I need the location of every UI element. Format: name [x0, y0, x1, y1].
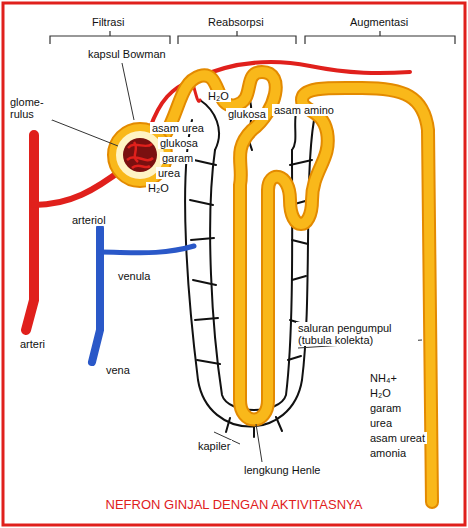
- blood-vessels: [26, 62, 410, 362]
- substance-name: asam amino: [272, 104, 336, 116]
- substance-name: H₂O: [368, 387, 393, 399]
- substance-name: asam ureat: [368, 432, 427, 444]
- substance-name: NH₄+: [368, 372, 399, 384]
- section-heading: Reabsorpsi: [206, 16, 266, 28]
- part-name: kapiler: [196, 440, 232, 452]
- leader-lines: [47, 63, 422, 462]
- substance-name: amonia: [368, 447, 408, 459]
- substance-name: urea: [156, 167, 182, 179]
- renal-tubule: [165, 72, 432, 502]
- part-name: arteriol: [70, 214, 108, 226]
- capillary-network: [185, 100, 314, 437]
- part-name: vena: [104, 364, 132, 376]
- part-name: saluran pengumpul (tubula kolekta): [296, 322, 418, 346]
- part-name: arteri: [18, 338, 47, 350]
- substance-name: glukosa: [226, 108, 268, 120]
- part-name: glome- rulus: [8, 96, 52, 120]
- substance-name: asam urea: [150, 122, 206, 134]
- part-name: lengkung Henle: [242, 464, 322, 476]
- part-name: kapsul Bowman: [86, 48, 168, 60]
- section-heading: Augmentasi: [348, 16, 410, 28]
- figure-caption: NEFRON GINJAL DENGAN AKTIVITASNYA: [0, 497, 468, 512]
- section-heading: Filtrasi: [90, 16, 126, 28]
- frame-border: [3, 3, 465, 525]
- substance-name: H₂O: [206, 90, 231, 102]
- substance-name: urea: [368, 417, 394, 429]
- part-name: venula: [116, 270, 152, 282]
- substance-name: garam: [368, 402, 403, 414]
- substance-name: glukosa: [158, 137, 200, 149]
- section-brackets: [50, 31, 455, 44]
- substance-name: H₂O: [146, 182, 171, 194]
- substance-name: garam: [160, 152, 195, 164]
